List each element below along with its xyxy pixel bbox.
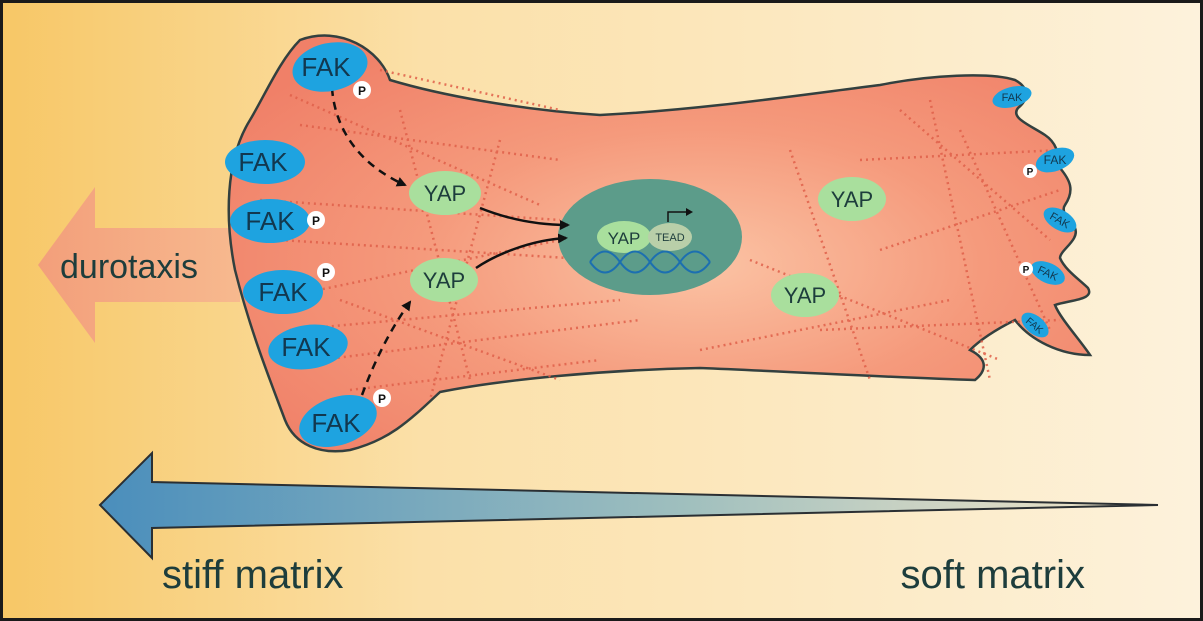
yap-cytoplasmic-3: YAP [818,177,886,221]
svg-text:P: P [358,84,366,98]
nucleus: YAP TEAD [558,179,742,295]
svg-text:P: P [312,214,320,228]
yap-cytoplasmic-4: YAP [771,273,839,317]
yap-cytoplasmic-1: YAP [409,171,481,215]
svg-text:FAK: FAK [281,332,331,362]
svg-text:YAP: YAP [423,268,465,293]
svg-text:FAK: FAK [258,277,308,307]
soft-matrix-label: soft matrix [901,553,1085,597]
svg-text:P: P [378,392,386,406]
svg-text:P: P [322,266,330,280]
svg-text:P: P [1023,265,1030,276]
nuclear-yap-label: YAP [608,229,641,248]
svg-text:YAP: YAP [424,181,466,206]
svg-text:YAP: YAP [831,187,873,212]
svg-text:YAP: YAP [784,283,826,308]
svg-text:FAK: FAK [245,206,295,236]
svg-text:FAK: FAK [238,147,288,177]
svg-text:FAK: FAK [311,408,361,438]
svg-text:FAK: FAK [1044,153,1067,167]
tead-label: TEAD [655,232,684,244]
durotaxis-label: durotaxis [60,248,198,286]
svg-text:FAK: FAK [1002,92,1023,104]
fak-adhesion-2: FAK [225,140,305,184]
yap-cytoplasmic-2: YAP [410,258,478,302]
stiff-matrix-label: stiff matrix [162,553,344,597]
svg-text:P: P [1027,167,1034,178]
svg-text:FAK: FAK [301,52,351,82]
